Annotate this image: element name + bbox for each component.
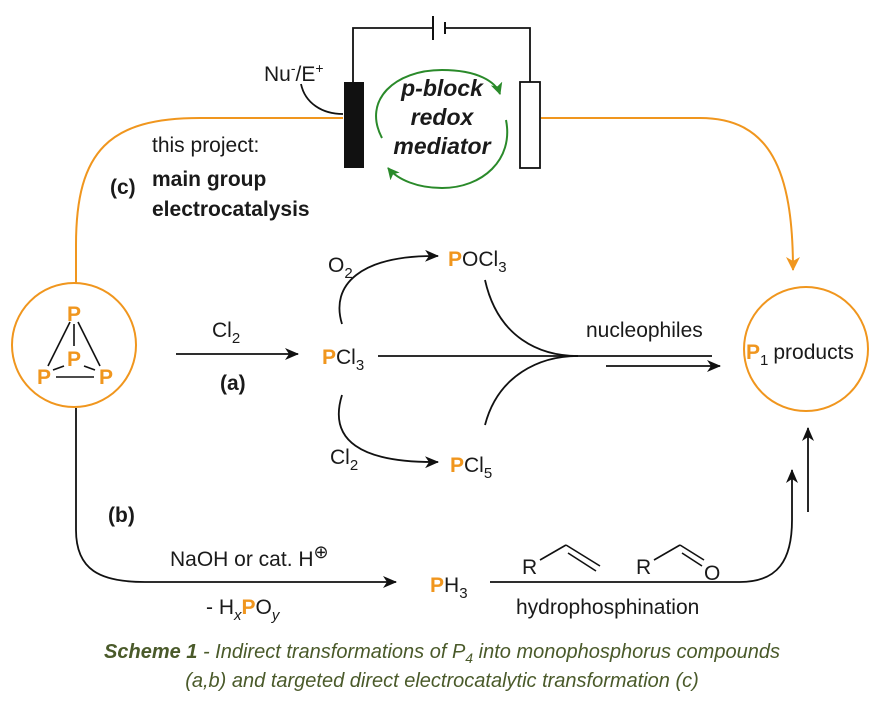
mediator-line-2: redox: [411, 104, 475, 130]
aldehyde-r-group: R: [636, 556, 651, 579]
route-c-label: (c): [110, 176, 136, 199]
caption-line-2: (a,b) and targeted direct electrocatalyt…: [185, 670, 699, 692]
caption-line-1: Scheme 1 - Indirect transformations of P…: [104, 641, 780, 666]
electrocatalysis-label: electrocatalysis: [152, 198, 310, 221]
arrow-pcl3-to-pocl3: [338, 249, 439, 325]
anode-electrode: [519, 81, 541, 169]
alkene-structure: R: [522, 544, 601, 579]
route-c-arrow-right: [541, 117, 800, 271]
aldehyde-structure: R O: [636, 544, 720, 585]
alkene-r-group: R: [522, 556, 537, 579]
pcl3-label: PCl3: [322, 346, 364, 374]
p4-atom-top: P: [67, 303, 81, 326]
pocl3-label: POCl3: [448, 248, 507, 276]
line-pocl3-to-merge: [484, 279, 579, 357]
electrochemical-cell: Nu-/E+ p-block redox mediator: [264, 16, 541, 190]
naoh-reagent: NaOH or cat. H⊕: [170, 542, 329, 571]
arrow-p4-to-ph3: [75, 408, 397, 588]
cl2-reagent-b: Cl2: [330, 446, 358, 474]
mediator-line-3: mediator: [393, 133, 491, 159]
hxpoy-byproduct: - HxPOy: [206, 596, 281, 624]
p4-circle: [11, 282, 137, 408]
arrow-ph3-to-p1: [490, 469, 798, 583]
wire-left: [352, 27, 432, 82]
cathode-electrode: [344, 82, 364, 168]
route-b-label: (b): [108, 504, 135, 527]
nucleophiles-label: nucleophiles: [586, 319, 703, 342]
redox-cycle-arc-bottom: [387, 119, 509, 190]
route-a-label: (a): [220, 372, 246, 395]
pcl5-label: PCl5: [450, 454, 492, 482]
hydrophosphination-label: hydrophosphination: [516, 596, 699, 619]
p4-atom-right: P: [99, 366, 113, 389]
wire-right: [446, 27, 531, 82]
mediator-line-1: p-block: [400, 75, 484, 101]
ph3-label: PH3: [430, 574, 468, 602]
nu-e-hook: [300, 83, 344, 115]
route-c-line-left: [75, 117, 343, 284]
cl2-reagent-a: Cl2: [212, 319, 240, 347]
this-project-label: this project:: [152, 134, 259, 157]
o2-reagent: O2: [328, 254, 353, 282]
p4-molecule: P P P P: [37, 303, 113, 389]
main-group-label: main group: [152, 168, 266, 191]
nu-e-label: Nu-/E+: [264, 60, 324, 86]
arrow-pcl3-to-pcl5: [337, 394, 439, 469]
line-pcl5-to-merge: [484, 355, 579, 426]
p4-atom-left: P: [37, 366, 51, 389]
p1-products-circle: [743, 286, 869, 412]
p4-atom-center: P: [67, 348, 81, 371]
redox-cycle-arc-top: [375, 68, 503, 139]
aldehyde-oxygen: O: [704, 562, 720, 585]
